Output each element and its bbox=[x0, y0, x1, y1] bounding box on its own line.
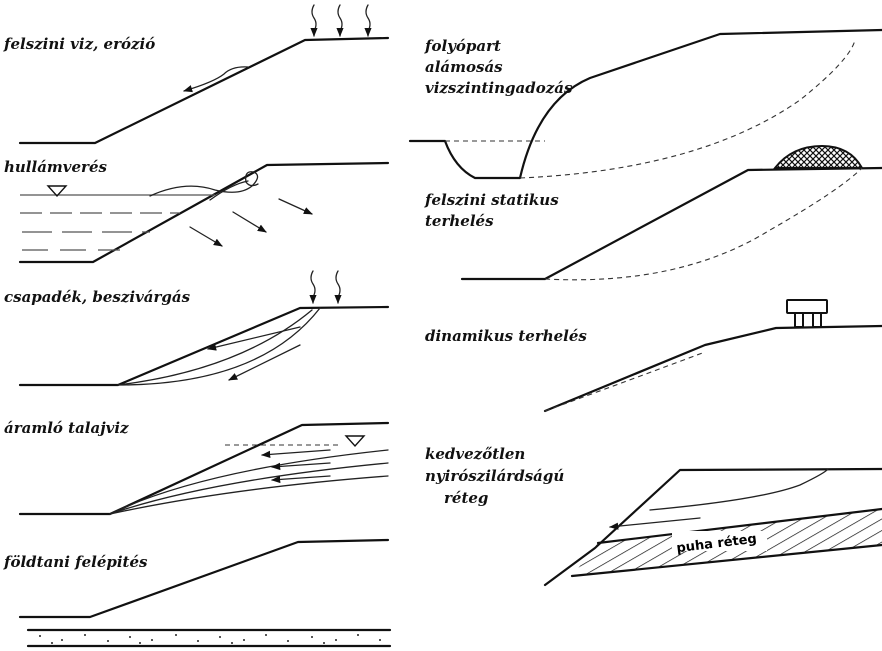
panel-groundwater-flow bbox=[20, 423, 388, 514]
load-pile-icon bbox=[775, 146, 862, 168]
panel-dynamic-load bbox=[545, 300, 882, 411]
sand-layer-dots bbox=[39, 634, 381, 644]
rain-arrow-icon bbox=[312, 5, 370, 36]
panel-weak-layer: puha réteg bbox=[545, 469, 882, 585]
panel-precipitation bbox=[20, 271, 388, 385]
rain-arrow-icon bbox=[311, 271, 340, 303]
vehicle-icon bbox=[787, 300, 827, 327]
water-level-triangle-icon bbox=[346, 436, 364, 446]
panel-static-load bbox=[462, 146, 882, 280]
panel-surface-water bbox=[20, 5, 388, 143]
panel-wave-action bbox=[20, 163, 388, 262]
flow-arrow-icon bbox=[184, 67, 248, 91]
panel-geology bbox=[20, 540, 390, 646]
